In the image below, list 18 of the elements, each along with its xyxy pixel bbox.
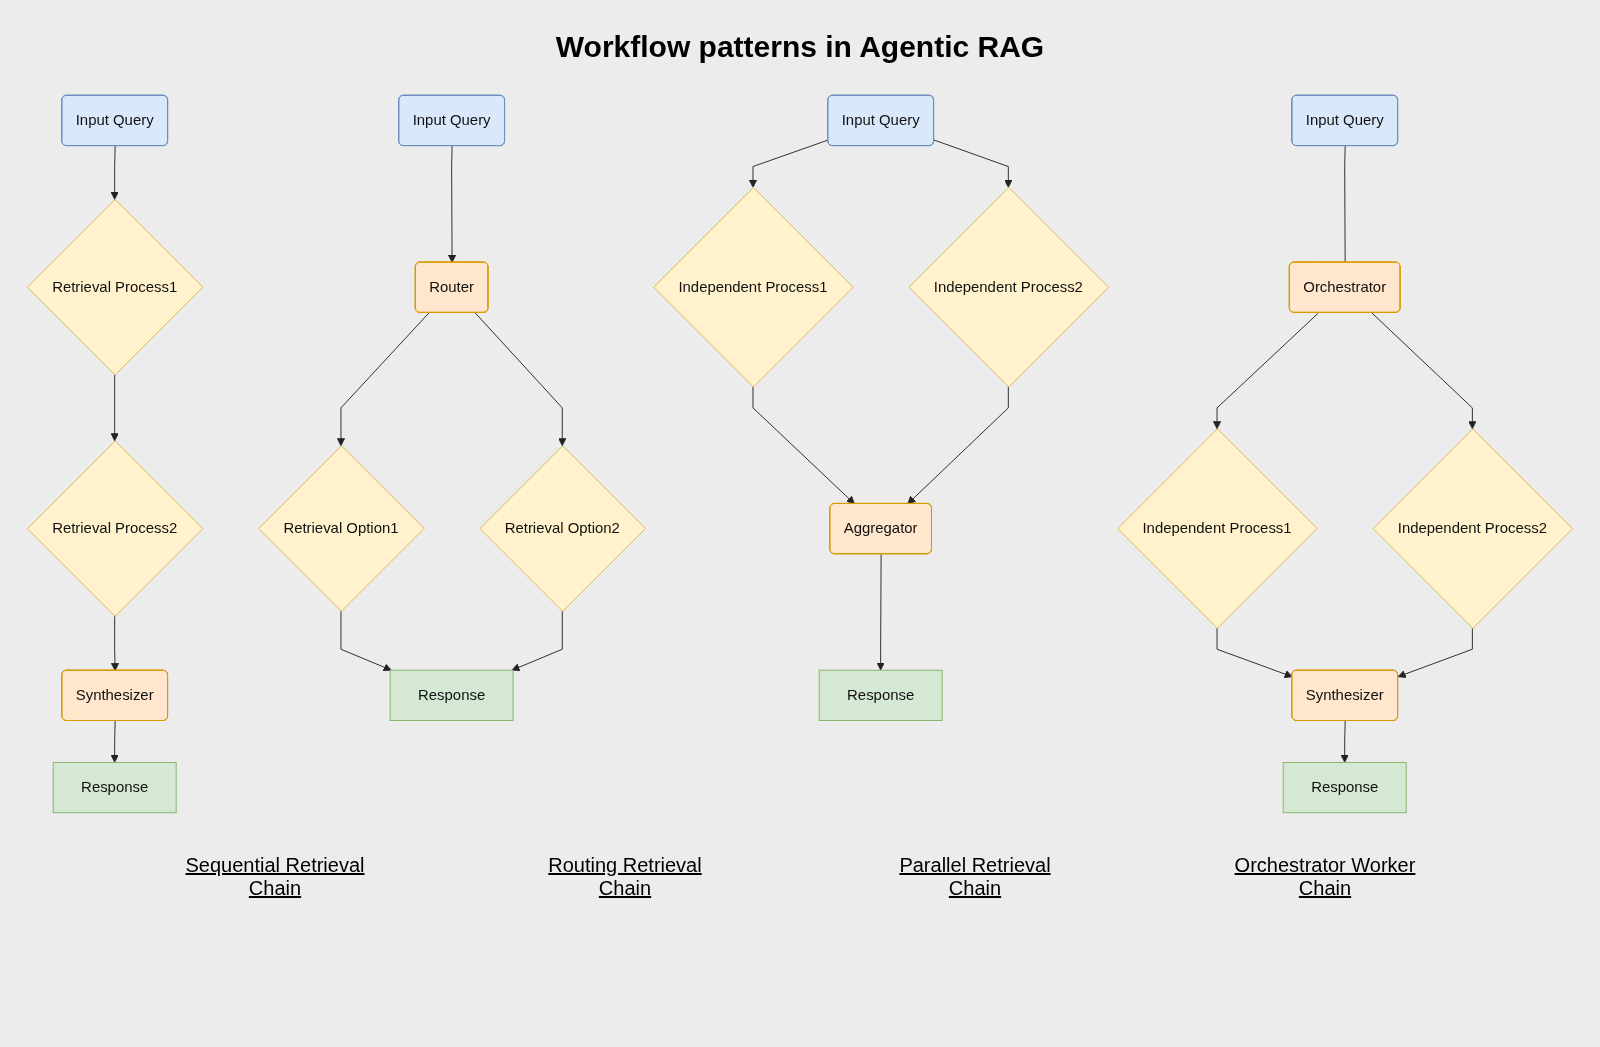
chain-caption: Orchestrator Worker Chain (1233, 854, 1417, 900)
node-diamond: Retrieval Process1 (27, 199, 204, 376)
node-diamond: Independent Process1 (1117, 428, 1318, 629)
node-diamond: Independent Process1 (653, 187, 854, 388)
node-diamond: Independent Process2 (1372, 428, 1573, 629)
node-diamond: Retrieval Option1 (258, 445, 425, 612)
node-box: Response (818, 669, 943, 721)
node-diamond: Retrieval Option2 (479, 445, 646, 612)
chain-caption: Sequential Retrieval Chain (184, 854, 366, 900)
node-diamond: Independent Process2 (908, 187, 1109, 388)
node-box: Response (1282, 761, 1407, 814)
connector (1344, 145, 1346, 263)
node-box: Response (52, 761, 177, 814)
node-box: Response (389, 669, 514, 721)
node-diamond: Retrieval Process2 (27, 440, 204, 617)
chain-caption: Parallel Retrieval Chain (898, 854, 1052, 900)
diagram-title: Workflow patterns in Agentic RAG (554, 30, 1046, 64)
chain-caption: Routing Retrieval Chain (547, 854, 703, 900)
